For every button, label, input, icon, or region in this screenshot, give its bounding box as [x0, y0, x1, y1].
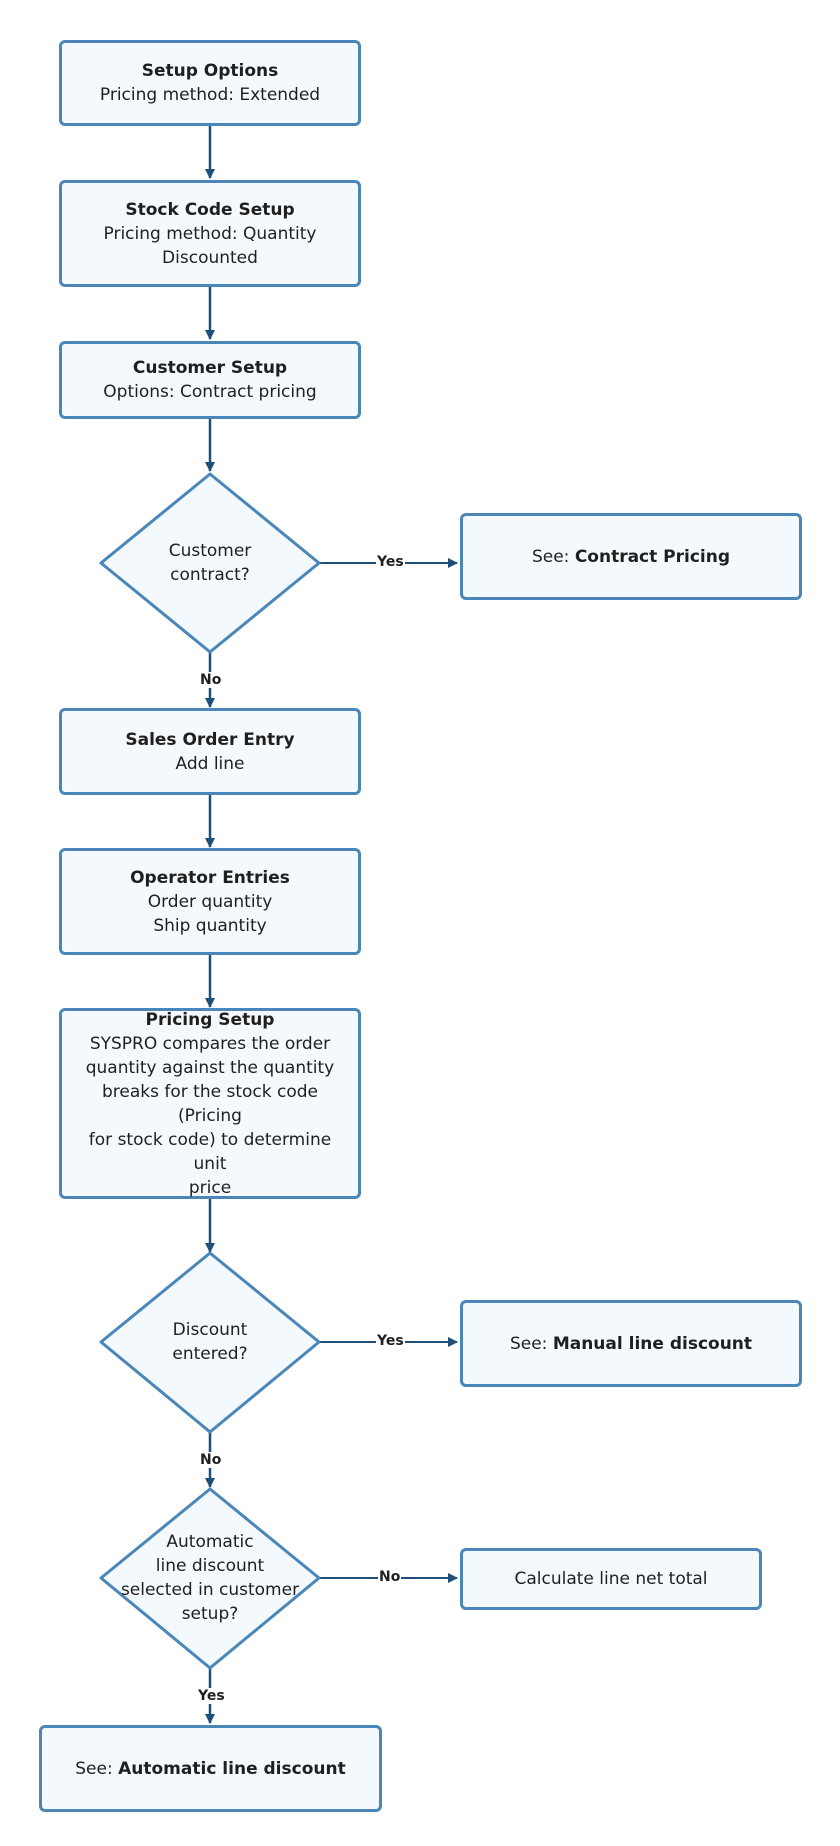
node-reference: See: Automatic line discount — [75, 1757, 345, 1781]
reference-target: Manual line discount — [552, 1333, 753, 1354]
node-line: Add line — [175, 753, 245, 774]
edge-label-auto-yes: Yes — [197, 1688, 226, 1704]
decision-discount-entered — [99, 1251, 321, 1434]
reference-target: Contract Pricing — [574, 546, 731, 567]
node-calculate-line-net-total: Calculate line net total — [460, 1548, 762, 1610]
decision-line: entered? — [172, 1344, 248, 1364]
node-contract-pricing: See: Contract Pricing — [460, 513, 802, 600]
node-line: Calculate line net total — [514, 1569, 708, 1589]
node-reference: See: Manual line discount — [510, 1332, 752, 1356]
node-line: Ship quantity — [153, 915, 267, 936]
node-line: Order quantity — [147, 891, 273, 912]
decision-line: selected in customer — [120, 1580, 300, 1600]
node-title: Customer Setup — [132, 358, 288, 378]
edge-label-contract-yes: Yes — [376, 554, 405, 570]
decision-line: setup? — [181, 1604, 239, 1624]
node-line: Pricing method: Extended — [99, 85, 321, 105]
node-pricing-setup: Pricing Setup SYSPRO compares the order … — [59, 1008, 361, 1199]
edge-label-discount-yes: Yes — [376, 1333, 405, 1349]
edge-label-discount-no: No — [199, 1452, 223, 1468]
decision-line: Discount — [172, 1320, 248, 1340]
node-setup-options: Setup Options Pricing method: Extended — [59, 40, 361, 126]
node-title: Setup Options — [141, 61, 279, 81]
decision-line: Automatic — [166, 1532, 254, 1552]
decision-automatic-discount — [99, 1487, 321, 1670]
see-prefix: See: — [75, 1758, 119, 1779]
node-line: SYSPRO compares the order — [89, 1033, 331, 1054]
node-line: Pricing method: Quantity — [103, 223, 317, 244]
node-line: breaks for the stock code (Pricing — [102, 1081, 318, 1126]
decision-text-automatic-discount: Automatic line discount selected in cust… — [115, 1526, 305, 1630]
node-title: Operator Entries — [130, 867, 290, 888]
node-line: price — [188, 1177, 232, 1198]
node-line: for stock code) to determine unit — [88, 1129, 332, 1174]
node-stock-code-setup: Stock Code Setup Pricing method: Quantit… — [59, 180, 361, 287]
node-title: Sales Order Entry — [125, 729, 295, 750]
decision-line: Customer — [168, 541, 252, 561]
node-title: Stock Code Setup — [125, 199, 295, 220]
decision-line: contract? — [170, 565, 250, 585]
node-automatic-line-discount: See: Automatic line discount — [39, 1725, 382, 1812]
reference-target: Automatic line discount — [118, 1758, 346, 1779]
decision-customer-contract — [99, 472, 321, 654]
see-prefix: See: — [509, 1333, 553, 1354]
node-customer-setup: Customer Setup Options: Contract pricing — [59, 341, 361, 419]
node-sales-order-entry: Sales Order Entry Add line — [59, 708, 361, 795]
decision-line: line discount — [155, 1556, 265, 1576]
node-line: Discounted — [162, 247, 258, 268]
node-line: quantity against the quantity — [85, 1057, 335, 1078]
node-line: Options: Contract pricing — [103, 382, 317, 402]
node-reference: See: Contract Pricing — [532, 545, 730, 569]
decision-text-discount-entered: Discount entered? — [130, 1302, 290, 1382]
decision-text-customer-contract: Customer contract? — [130, 523, 290, 603]
edge-label-contract-no: No — [199, 672, 223, 688]
node-manual-line-discount: See: Manual line discount — [460, 1300, 802, 1387]
edge-label-auto-no: No — [378, 1569, 402, 1585]
see-prefix: See: — [531, 546, 575, 567]
node-operator-entries: Operator Entries Order quantity Ship qua… — [59, 848, 361, 955]
node-title: Pricing Setup — [145, 1009, 275, 1030]
